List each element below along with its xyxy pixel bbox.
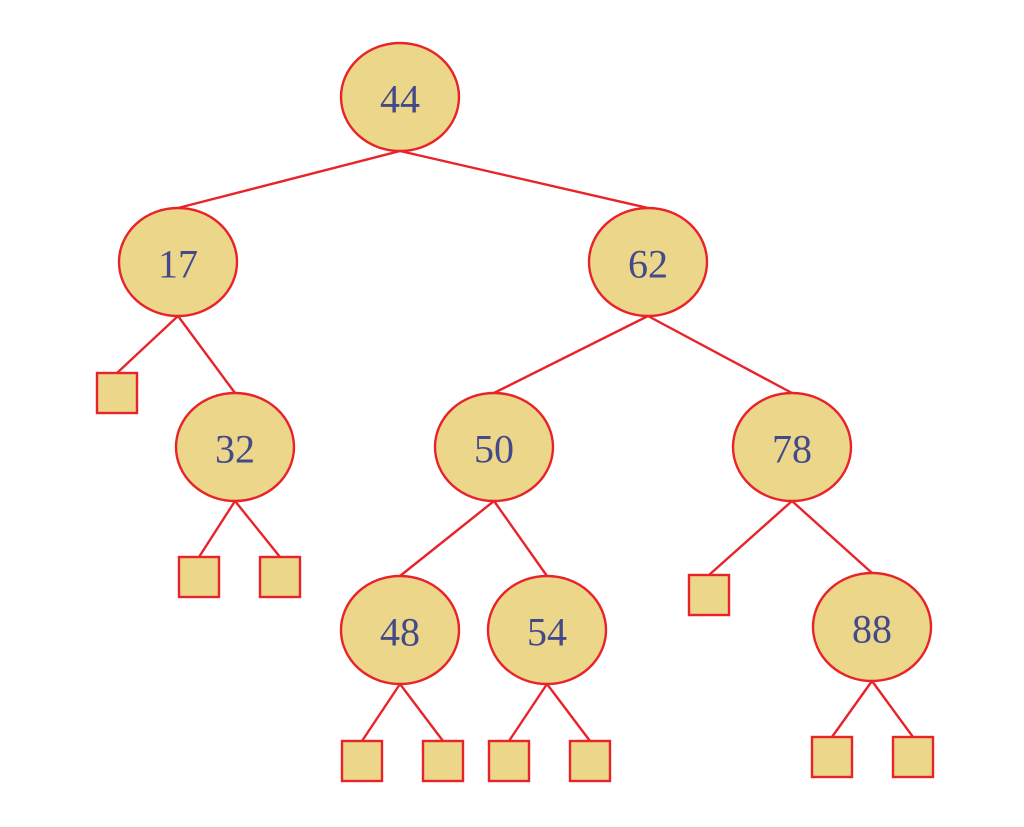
edge-n62-n50 — [493, 314, 649, 395]
node-ellipse — [587, 206, 709, 318]
edge-n78-l78a — [708, 500, 793, 576]
node-ellipse — [433, 391, 555, 503]
tree-node-88: 88 — [811, 571, 933, 683]
tree-node-17: 17 — [117, 206, 239, 318]
tree-edges — [116, 149, 914, 742]
internal-nodes: 44 17 62 32 50 78 48 54 88 — [117, 41, 933, 686]
leaf-node-square — [891, 735, 935, 779]
leaf-node-square — [568, 739, 612, 783]
edge-n44-n17 — [177, 149, 401, 210]
edge-n88-l88a — [831, 680, 873, 738]
leaf-node-square — [95, 371, 139, 415]
edge-n50-n54 — [493, 500, 548, 577]
node-ellipse — [339, 41, 461, 153]
edge-n48-l48b — [399, 683, 444, 742]
tree-node-54: 54 — [486, 574, 608, 686]
node-ellipse — [486, 574, 608, 686]
node-ellipse — [117, 206, 239, 318]
edge-n44-n62 — [399, 149, 649, 210]
tree-node-78: 78 — [731, 391, 853, 503]
edge-n78-n88 — [791, 500, 873, 574]
leaf-node-square — [177, 555, 221, 599]
edge-n54-l54a — [508, 683, 548, 742]
edge-n48-l48a — [361, 683, 401, 742]
node-key-label: 78 — [772, 427, 812, 472]
edge-n17-n32 — [177, 315, 236, 394]
leaf-node-square — [421, 739, 465, 783]
node-ellipse — [339, 574, 461, 686]
tree-node-62: 62 — [587, 206, 709, 318]
node-key-label: 44 — [380, 77, 420, 122]
node-key-label: 48 — [380, 610, 420, 655]
node-ellipse — [174, 391, 296, 503]
node-key-label: 54 — [527, 610, 567, 655]
node-key-label: 32 — [215, 427, 255, 472]
edge-n54-l54b — [546, 683, 591, 742]
edge-n17-l17a — [116, 315, 179, 374]
node-key-label: 62 — [628, 242, 668, 287]
leaf-node-square — [340, 739, 384, 783]
leaf-node-square — [687, 573, 731, 617]
tree-node-44: 44 — [339, 41, 461, 153]
edge-n88-l88b — [871, 680, 914, 738]
tree-node-32: 32 — [174, 391, 296, 503]
tree-node-50: 50 — [433, 391, 555, 503]
external-leaf-nodes — [95, 371, 935, 783]
edge-n62-n78 — [647, 314, 793, 395]
edge-n32-l32a — [197, 500, 237, 558]
leaf-node-square — [487, 739, 531, 783]
node-key-label: 17 — [158, 242, 198, 287]
node-key-label: 88 — [852, 607, 892, 652]
edge-n50-n48 — [399, 500, 495, 577]
node-ellipse — [731, 391, 853, 503]
node-ellipse — [811, 571, 933, 683]
leaf-node-square — [258, 555, 302, 599]
edge-n32-l32b — [234, 500, 281, 558]
tree-node-48: 48 — [339, 574, 461, 686]
node-key-label: 50 — [474, 427, 514, 472]
leaf-node-square — [810, 735, 854, 779]
